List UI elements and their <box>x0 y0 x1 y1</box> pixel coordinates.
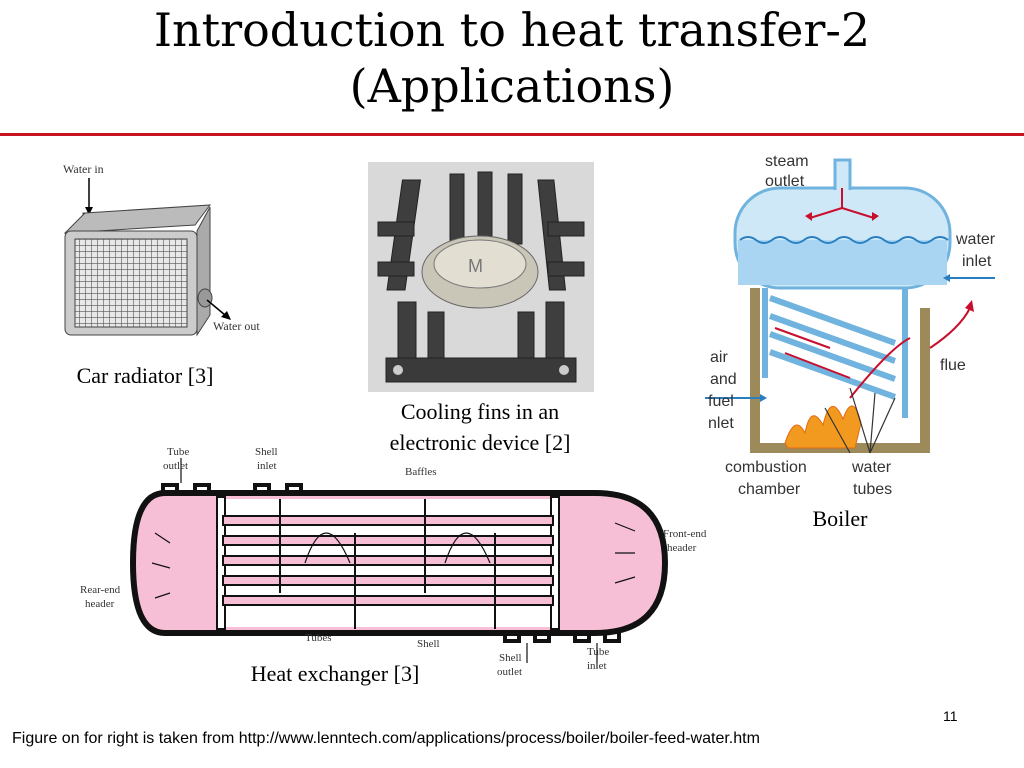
shell-label: Shell <box>417 638 440 650</box>
water-inlet-label-1: water <box>955 231 996 248</box>
combustion-label-1: combustion <box>725 459 807 476</box>
steam-outlet-label-2: outlet <box>765 173 805 190</box>
air-label-2: and <box>710 371 737 388</box>
tubes-label: Tubes <box>305 632 332 644</box>
water-tubes-label-2: tubes <box>853 481 892 498</box>
shell-inlet-label-2: inlet <box>257 460 277 472</box>
front-header-label-1: Front-end <box>663 528 707 540</box>
heat-exchanger-caption: Heat exchanger [3] <box>250 661 420 686</box>
combustion-label-2: chamber <box>738 481 801 498</box>
water-tubes-label-1: water <box>851 459 892 476</box>
car-radiator-figure: Water in Water out <box>63 162 260 337</box>
fins-caption-line-2: electronic device [2] <box>389 430 571 455</box>
air-label-3: fuel <box>708 393 734 410</box>
heat-exchanger-diagram: Tube outlet Shell inlet Baffles Front-en… <box>80 446 707 678</box>
fins-caption-line-1: Cooling fins in an <box>400 399 560 424</box>
tube-outlet-label-2: outlet <box>163 460 188 472</box>
water-inlet-label-2: inlet <box>962 253 992 270</box>
water-out-label: Water out <box>213 319 260 333</box>
air-label-4: nlet <box>708 415 734 432</box>
rear-header-label-1: Rear-end <box>80 584 121 596</box>
title-line-1: Introduction to heat transfer-2 <box>153 3 871 57</box>
tube-inlet-label-1: Tube <box>587 646 609 658</box>
shell-inlet-label-1: Shell <box>255 446 278 458</box>
flue-label: flue <box>940 357 966 374</box>
svg-text:M: M <box>468 256 483 276</box>
tube-outlet-label-1: Tube <box>167 446 189 458</box>
steam-outlet-label-1: steam <box>765 153 809 170</box>
cooling-fins-photo: M <box>368 162 594 392</box>
fins-caption: Cooling fins in an electronic device [2] <box>340 396 620 458</box>
slide-title: Introduction to heat transfer-2 (Applica… <box>0 2 1024 114</box>
tube-inlet-label-2: inlet <box>587 660 607 672</box>
source-footnote: Figure on for right is taken from http:/… <box>12 730 760 747</box>
shell-outlet-label-2: outlet <box>497 666 522 678</box>
radiator-caption: Car radiator [3] <box>76 363 214 388</box>
water-in-label: Water in <box>63 162 104 176</box>
air-label-1: air <box>710 349 728 366</box>
front-header-label-2: header <box>667 542 697 554</box>
rear-header-label-2: header <box>85 598 115 610</box>
boiler-caption: Boiler <box>812 506 868 531</box>
baffles-label: Baffles <box>405 466 437 478</box>
title-divider <box>0 133 1024 136</box>
boiler-diagram: steam outlet water inlet flue air and fu… <box>705 153 996 498</box>
page-number: 11 <box>943 708 958 724</box>
title-line-2: (Applications) <box>349 59 675 113</box>
shell-outlet-label-1: Shell <box>499 652 522 664</box>
